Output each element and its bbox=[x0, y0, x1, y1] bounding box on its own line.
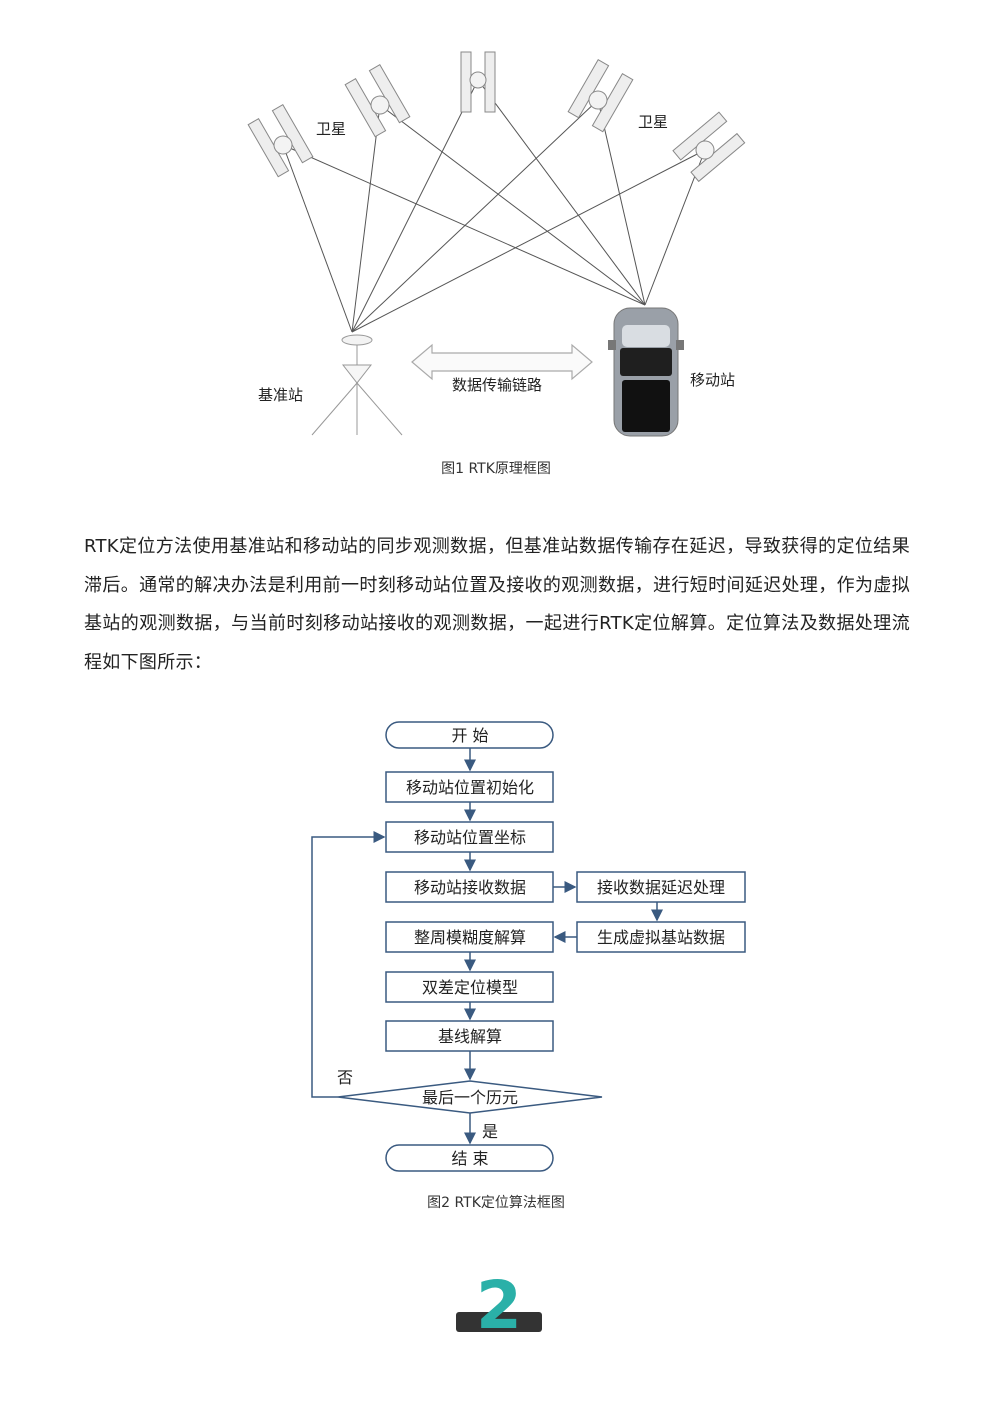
end-label: 结 束 bbox=[451, 1149, 488, 1168]
double-diff-box bbox=[385, 971, 554, 1003]
satellite-icon bbox=[344, 64, 411, 138]
satellite-icon bbox=[247, 104, 314, 178]
car-icon bbox=[608, 307, 684, 437]
virtual-box bbox=[576, 921, 746, 953]
coord-box bbox=[385, 821, 554, 853]
satellite-icon bbox=[460, 51, 496, 113]
satellite-icon bbox=[567, 59, 634, 133]
ambiguity-label: 整周模糊度解算 bbox=[414, 928, 526, 947]
figure1-caption: 图1 RTK原理框图 bbox=[441, 461, 551, 477]
link-label: 数据传输链路 bbox=[452, 376, 542, 394]
double-arrow-icon bbox=[411, 343, 593, 381]
page-number-badge: 2 bbox=[456, 1270, 542, 1340]
yes-label: 是 bbox=[482, 1122, 498, 1141]
baseline-label: 基线解算 bbox=[438, 1027, 502, 1046]
delay-label: 接收数据延迟处理 bbox=[597, 878, 725, 897]
base-station-icon bbox=[311, 334, 403, 436]
signal-lines bbox=[282, 79, 706, 333]
receive-label: 移动站接收数据 bbox=[414, 878, 526, 897]
coord-label: 移动站位置坐标 bbox=[414, 828, 526, 847]
virtual-label: 生成虚拟基站数据 bbox=[597, 928, 725, 947]
figure2-caption: 图2 RTK定位算法框图 bbox=[427, 1195, 565, 1211]
start-label: 开 始 bbox=[451, 726, 488, 745]
rtk-principle-diagram: 卫星 卫星 基准站 数据传输链路 移动站 bbox=[247, 51, 746, 437]
body-paragraph: RTK定位方法使用基准站和移动站的同步观测数据，但基准站数据传输存在延迟，导致获… bbox=[84, 536, 910, 673]
page-number: 2 bbox=[476, 1270, 522, 1340]
delay-box bbox=[576, 871, 746, 903]
page-number-bar bbox=[456, 1312, 542, 1332]
double-diff-label: 双差定位模型 bbox=[422, 978, 518, 997]
receive-box bbox=[385, 871, 554, 903]
no-label: 否 bbox=[337, 1068, 353, 1087]
end-terminal bbox=[385, 1144, 554, 1172]
init-label: 移动站位置初始化 bbox=[406, 778, 534, 797]
decision-label: 最后一个历元 bbox=[422, 1088, 518, 1107]
satellite-label-left: 卫星 bbox=[316, 120, 346, 138]
satellite-label-right: 卫星 bbox=[638, 113, 668, 131]
decision-diamond bbox=[337, 1080, 603, 1114]
rtk-algorithm-flowchart: 开 始 移动站位置初始化 移动站位置坐标 移动站接收数据 接收数据延迟处理 整周… bbox=[311, 721, 746, 1172]
rover-label: 移动站 bbox=[690, 371, 735, 389]
base-station-label: 基准站 bbox=[258, 386, 303, 404]
init-box bbox=[385, 771, 554, 803]
satellite-icon bbox=[672, 111, 746, 183]
baseline-box bbox=[385, 1020, 554, 1052]
